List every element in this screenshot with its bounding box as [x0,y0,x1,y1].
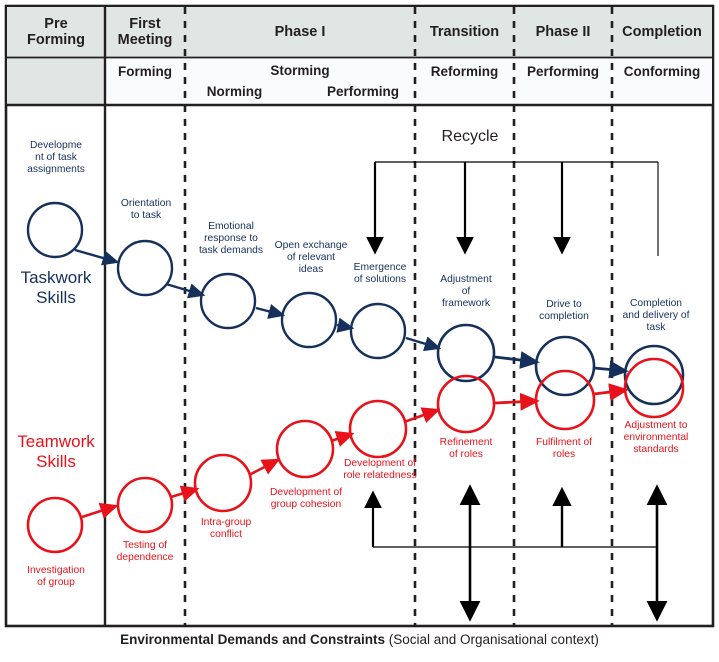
footer-caption: Environmental Demands and Constraints (S… [0,632,719,647]
footer-caption-bold: Environmental Demands and Constraints [120,632,385,647]
footer-caption-normal: (Social and Organisational context) [384,632,599,647]
